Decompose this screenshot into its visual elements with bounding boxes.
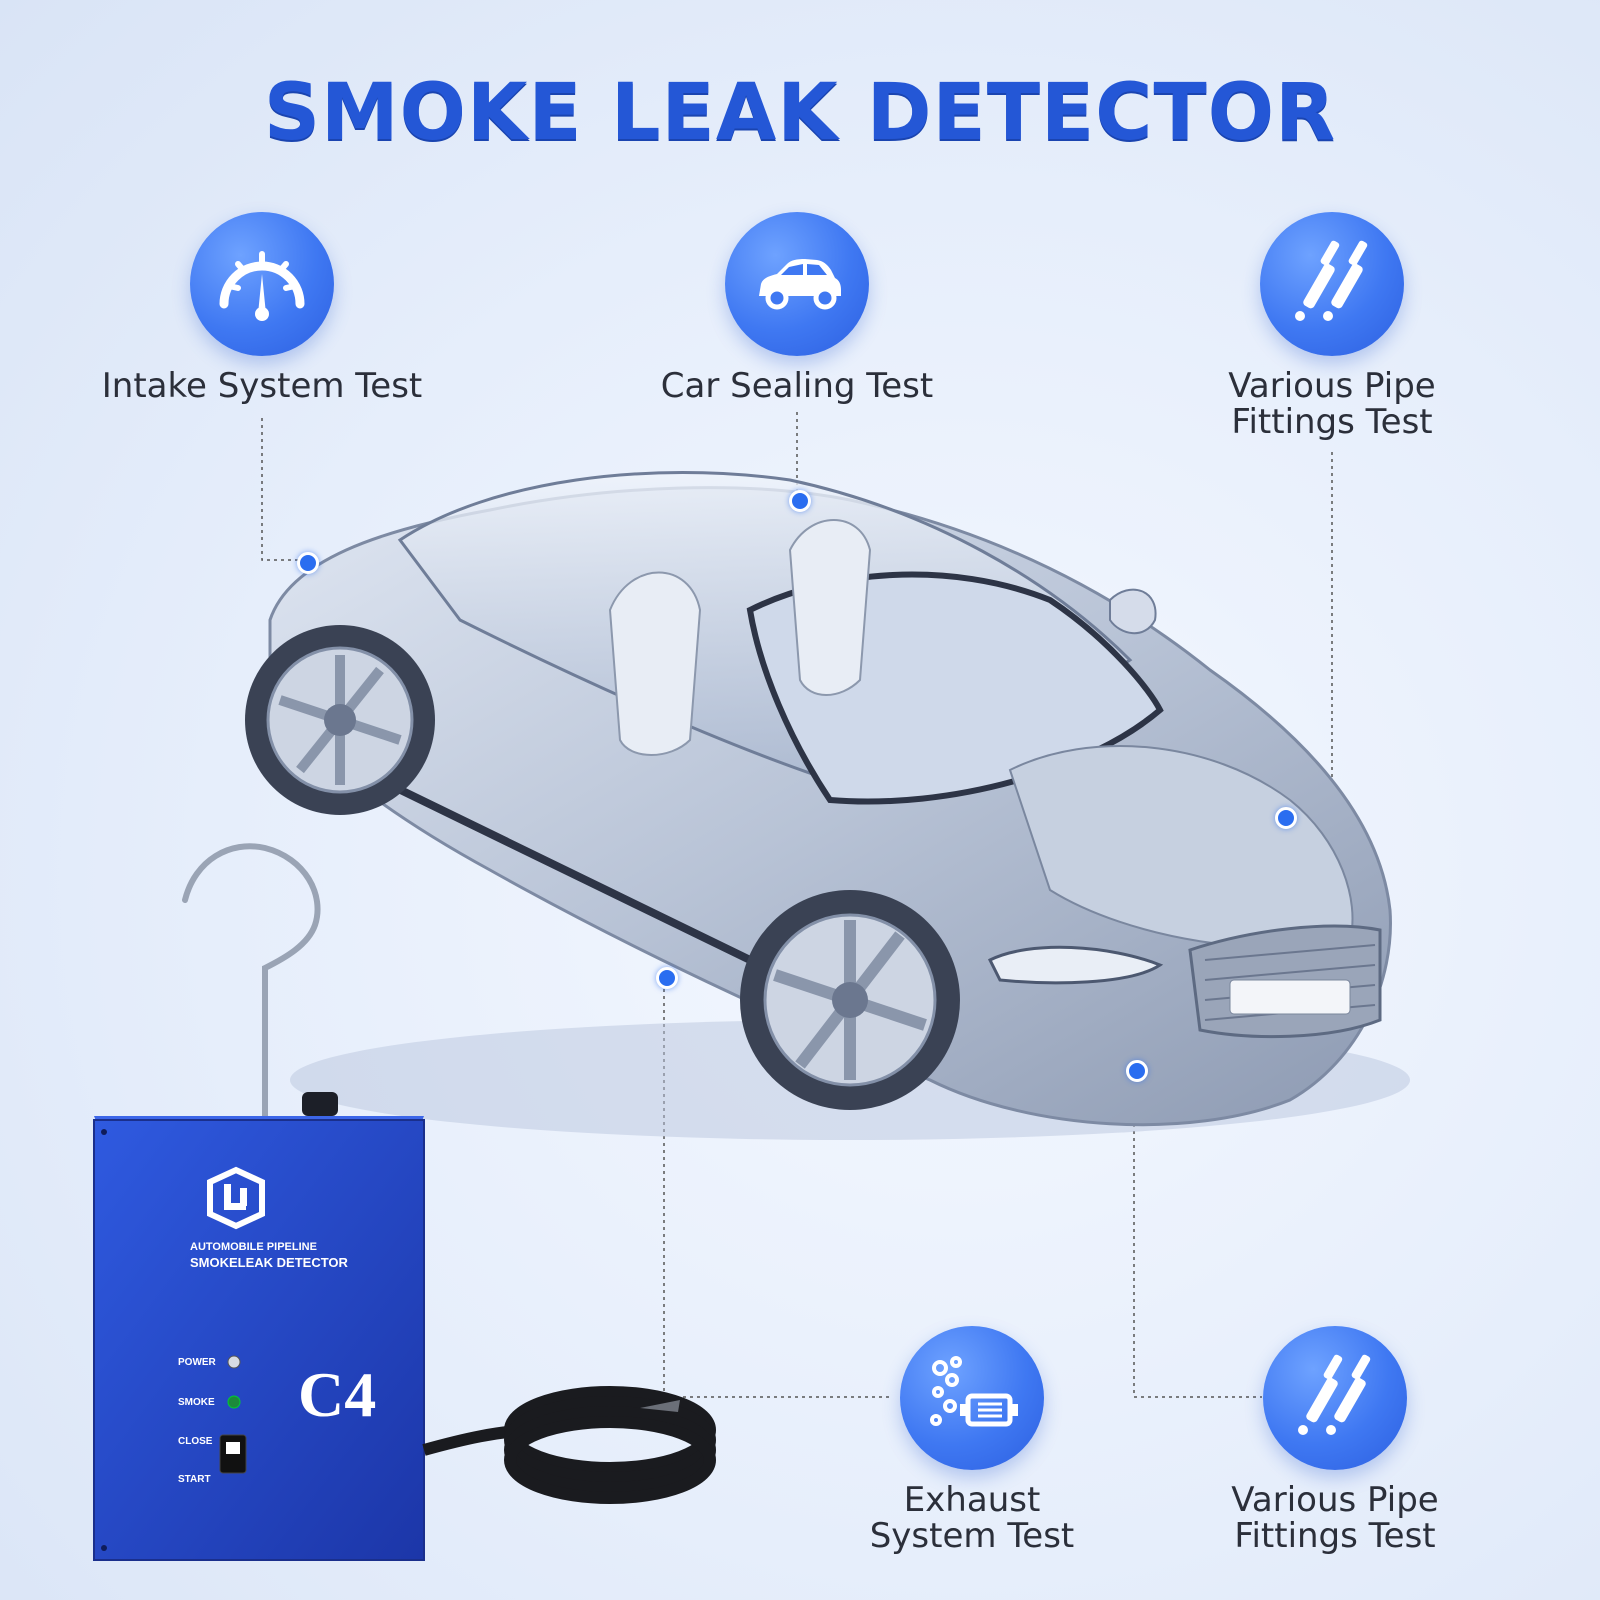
device-power-label: POWER (178, 1357, 216, 1368)
device-close-label: CLOSE (178, 1436, 213, 1447)
feature-label: Exhaust System Test (822, 1482, 1122, 1554)
device-model-label: C4 (298, 1359, 377, 1430)
device-illustration (93, 843, 716, 1561)
device-brand-line1: AUTOMOBILE PIPELINE (190, 1241, 317, 1253)
feature-icon-circle (1260, 212, 1404, 356)
feature-label-line: Various Pipe (1231, 1480, 1439, 1520)
feature-label: Various Pipe Fittings Test (1175, 1482, 1495, 1554)
feature-exhaust-system-test: Exhaust System Test (822, 1326, 1122, 1554)
feature-label-line: Fittings Test (1234, 1516, 1436, 1556)
feature-intake-system-test: Intake System Test (92, 212, 432, 404)
car-icon (759, 259, 841, 310)
smoke-detector-device: AUTOMOBILE PIPELINE SMOKELEAK DETECTOR C… (80, 840, 780, 1570)
callout-dot-intake (297, 552, 319, 574)
feature-label: Intake System Test (92, 368, 432, 404)
feature-label-line: Intake System Test (101, 366, 423, 406)
feature-label-line: Exhaust (903, 1480, 1041, 1520)
device-start-label: START (178, 1474, 211, 1485)
feature-car-sealing-test: Car Sealing Test (627, 212, 967, 404)
feature-label-line: Fittings Test (1231, 402, 1433, 442)
pipe-fittings-icon (1298, 1354, 1371, 1435)
page-title: SMOKE LEAK DETECTOR (263, 68, 1337, 158)
feature-various-pipe-fittings-test-upper: Various Pipe Fittings Test (1172, 212, 1492, 440)
feature-icon-circle (190, 212, 334, 356)
feature-various-pipe-fittings-test-lower: Various Pipe Fittings Test (1175, 1326, 1495, 1554)
exhaust-icon (930, 1356, 1018, 1427)
callout-dot-pipe-lower (1126, 1060, 1148, 1082)
device-brand-line2: SMOKELEAK DETECTOR (190, 1255, 348, 1270)
feature-label-line: System Test (869, 1516, 1075, 1556)
device-smoke-label: SMOKE (178, 1397, 215, 1408)
feature-label: Car Sealing Test (627, 368, 967, 404)
speedometer-icon (219, 251, 305, 321)
feature-icon-circle (900, 1326, 1044, 1470)
feature-icon-circle (1263, 1326, 1407, 1470)
car-illustration (245, 471, 1410, 1140)
brand-logo-icon (207, 1166, 265, 1230)
feature-label: Various Pipe Fittings Test (1172, 368, 1492, 440)
callout-dot-sealing (789, 490, 811, 512)
feature-label-line: Car Sealing Test (660, 366, 934, 406)
callout-dot-exhaust (656, 967, 678, 989)
callout-dot-pipe-upper (1275, 807, 1297, 829)
feature-icon-circle (725, 212, 869, 356)
feature-label-line: Various Pipe (1228, 366, 1436, 406)
pipe-fittings-icon (1295, 240, 1368, 321)
